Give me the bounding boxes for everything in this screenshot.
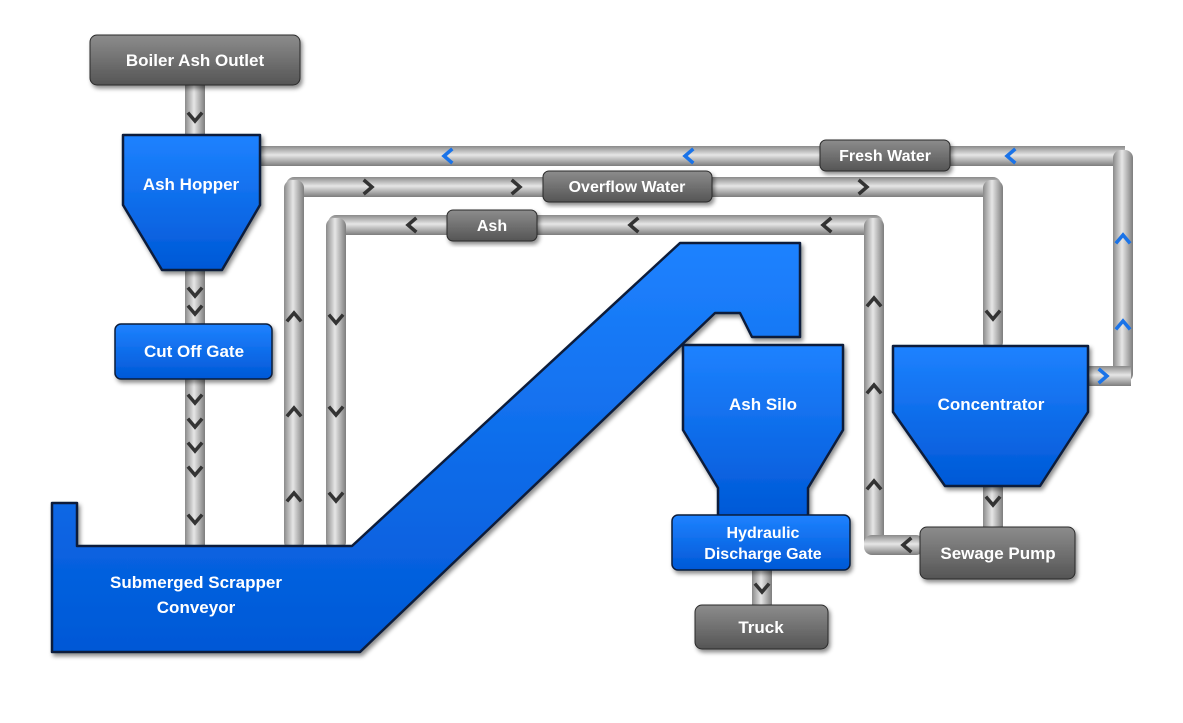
chevron-right-icon bbox=[857, 178, 870, 196]
chevron-down-icon bbox=[186, 441, 204, 454]
chevron-up-icon bbox=[1114, 318, 1132, 331]
pipe-hopper-to-conveyor bbox=[185, 268, 205, 550]
fresh-water-label: Fresh Water bbox=[839, 148, 931, 165]
chevron-down-icon bbox=[327, 313, 345, 326]
pipe-gate-to-truck bbox=[752, 570, 772, 608]
pipe-fresh-water bbox=[255, 146, 1125, 166]
sewage-pump: Sewage Pump bbox=[919, 526, 1076, 580]
ash-silo-label: Ash Silo bbox=[729, 395, 797, 414]
ash-hopper-label: Ash Hopper bbox=[143, 175, 240, 194]
chevrons-overflow-riser bbox=[285, 310, 303, 503]
truck-label: Truck bbox=[738, 618, 784, 637]
pipe-boiler-to-hopper bbox=[185, 84, 205, 136]
concentrator-label: Concentrator bbox=[938, 395, 1045, 414]
chevron-down-icon bbox=[327, 405, 345, 418]
ash-silo: Ash Silo bbox=[681, 343, 845, 520]
chevrons-main-chute bbox=[186, 111, 204, 526]
truck: Truck bbox=[694, 604, 829, 650]
ash-hopper: Ash Hopper bbox=[121, 133, 262, 272]
overflow-water-label-box: Overflow Water bbox=[542, 170, 713, 203]
chevrons-ash-left bbox=[405, 216, 833, 234]
fresh-water-label-box: Fresh Water bbox=[819, 139, 951, 172]
pipe-ash-return bbox=[328, 215, 883, 235]
chevron-left-icon bbox=[820, 216, 833, 234]
chevron-down-icon bbox=[186, 111, 204, 124]
chevron-up-icon bbox=[285, 310, 303, 323]
chevron-up-icon bbox=[865, 478, 883, 491]
ash-label-box: Ash bbox=[446, 209, 538, 242]
chevron-left-icon bbox=[682, 147, 695, 165]
hydraulic-discharge-gate: Hydraulic Discharge Gate bbox=[671, 514, 851, 571]
chevron-down-icon bbox=[984, 495, 1002, 508]
pipe-overflow-left-riser bbox=[284, 180, 304, 550]
chevron-up-icon bbox=[865, 295, 883, 308]
cut-off-gate-label: Cut Off Gate bbox=[144, 342, 244, 361]
chevrons-overflow-right bbox=[362, 178, 870, 196]
hydraulic-gate-label-line2: Discharge Gate bbox=[704, 546, 821, 563]
overflow-water-label: Overflow Water bbox=[569, 179, 686, 196]
cut-off-gate: Cut Off Gate bbox=[114, 323, 273, 380]
flow-chevrons bbox=[186, 111, 1132, 595]
chevron-right-icon bbox=[1097, 367, 1110, 385]
hydraulic-gate-label-line1: Hydraulic bbox=[727, 525, 800, 542]
chevron-down-icon bbox=[186, 304, 204, 317]
chevron-down-icon bbox=[186, 393, 204, 406]
boiler-ash-outlet-label: Boiler Ash Outlet bbox=[126, 51, 265, 70]
pipe-ash-left-down bbox=[326, 218, 346, 550]
chevron-down-icon bbox=[327, 491, 345, 504]
chevron-right-icon bbox=[362, 178, 375, 196]
chevron-left-icon bbox=[900, 536, 913, 554]
chevron-up-icon bbox=[285, 405, 303, 418]
boiler-ash-outlet: Boiler Ash Outlet bbox=[89, 34, 301, 86]
pipe-fresh-water-riser bbox=[1113, 150, 1133, 382]
chevron-down-icon bbox=[186, 513, 204, 526]
chevrons-ash-down bbox=[327, 313, 345, 504]
conveyor-label-line2: Conveyor bbox=[157, 598, 236, 617]
chevron-up-icon bbox=[865, 382, 883, 395]
chevron-down-icon bbox=[753, 582, 771, 595]
pipe-overflow-right-down bbox=[983, 180, 1003, 350]
chevron-down-icon bbox=[186, 417, 204, 430]
chevron-left-icon bbox=[405, 216, 418, 234]
chevrons-ash-riser bbox=[865, 295, 883, 491]
chevron-down-icon bbox=[984, 309, 1002, 322]
chevron-left-icon bbox=[441, 147, 454, 165]
chevron-left-icon bbox=[1004, 147, 1017, 165]
chevron-left-icon bbox=[627, 216, 640, 234]
chevron-down-icon bbox=[186, 465, 204, 478]
concentrator: Concentrator bbox=[891, 344, 1090, 488]
chevron-up-icon bbox=[285, 490, 303, 503]
chevron-down-icon bbox=[186, 286, 204, 299]
chevron-up-icon bbox=[1114, 232, 1132, 245]
chevrons-fresh-water bbox=[441, 147, 1132, 385]
submerged-scrapper-conveyor: Submerged Scrapper Conveyor bbox=[50, 241, 802, 654]
pipe-sewage-to-riser bbox=[864, 535, 924, 555]
conveyor-label-line1: Submerged Scrapper bbox=[110, 573, 282, 592]
chevron-right-icon bbox=[510, 178, 523, 196]
ash-label: Ash bbox=[477, 218, 507, 235]
sewage-pump-label: Sewage Pump bbox=[940, 544, 1055, 563]
